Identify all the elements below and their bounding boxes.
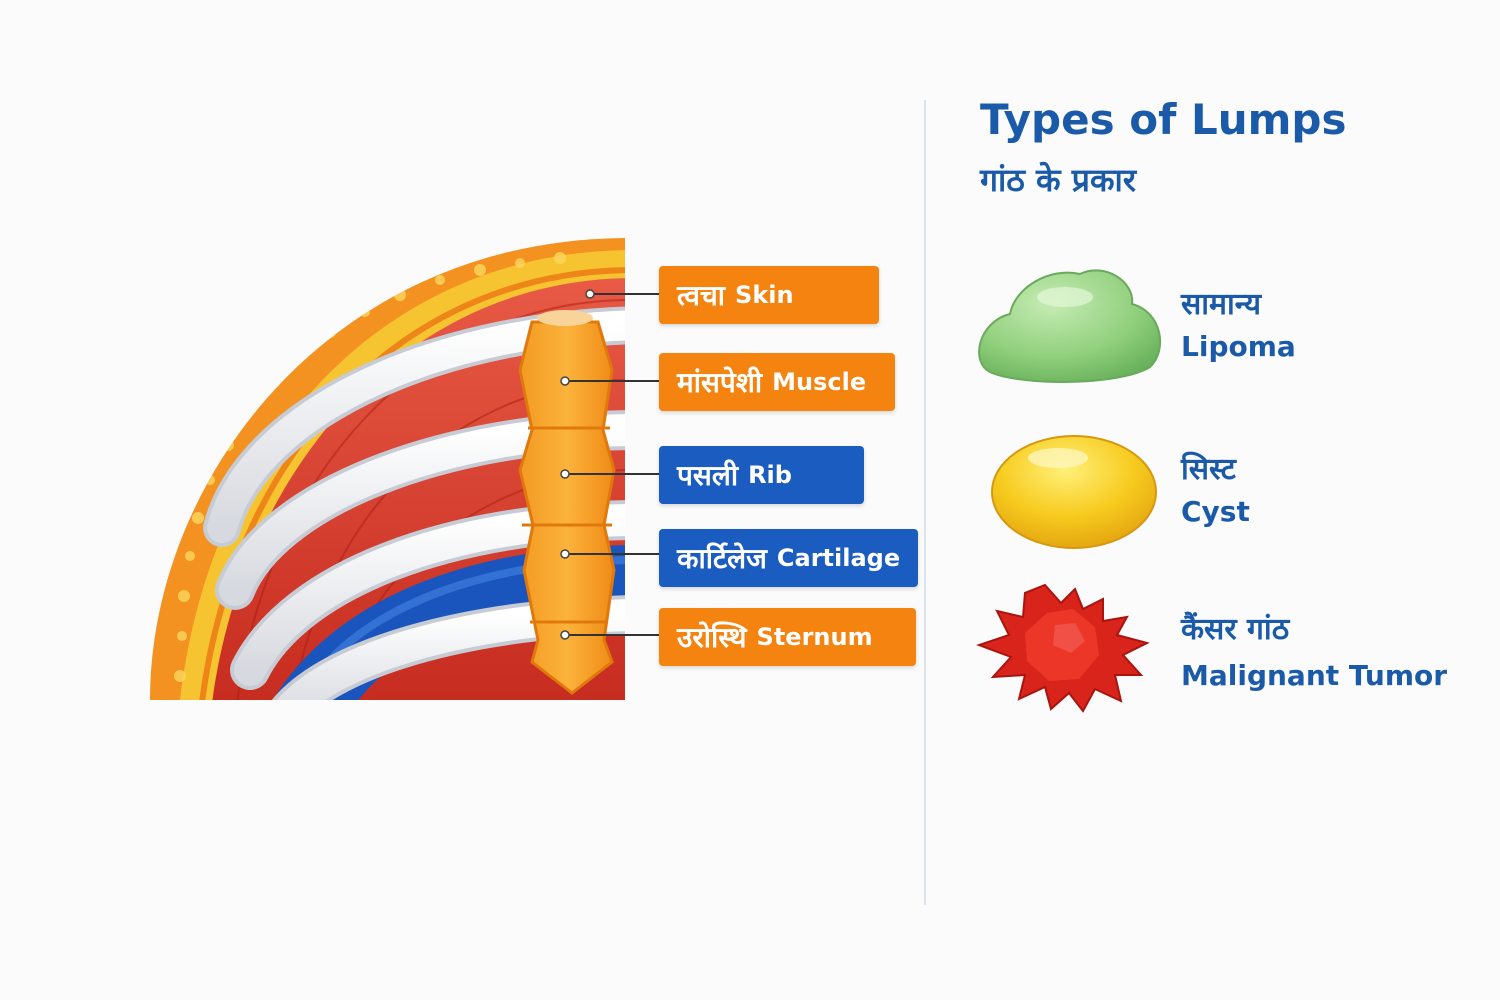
lump-lipoma-hi: सामान्य [1181, 287, 1262, 322]
cyst-dome-icon [991, 435, 1157, 549]
chest-wall-illustration [150, 238, 660, 700]
label-muscle: मांसपेशी Muscle [659, 353, 895, 411]
lump-cyst-en: Cyst [1181, 495, 1250, 528]
panel-divider [924, 100, 926, 905]
tumor-spiky-icon [976, 583, 1150, 713]
lump-tumor-label: कैंसर गांठ Malignant Tumor [1181, 609, 1447, 697]
sternum [518, 310, 616, 695]
label-cartilage: कार्टिलेज Cartilage [659, 529, 918, 587]
label-rib-hi: पसली [677, 459, 739, 492]
label-muscle-en: Muscle [772, 368, 867, 396]
label-cartilage-en: Cartilage [776, 544, 901, 572]
label-sternum-en: Sternum [756, 623, 873, 651]
lump-lipoma-en: Lipoma [1181, 330, 1296, 363]
lump-cyst-label: सिस्ट Cyst [1181, 449, 1250, 533]
label-rib: पसली Rib [659, 446, 864, 504]
lump-lipoma-label: सामान्य Lipoma [1181, 284, 1296, 368]
lump-tumor-en: Malignant Tumor [1181, 659, 1448, 692]
label-muscle-hi: मांसपेशी [677, 366, 763, 399]
label-skin: त्वचा Skin [659, 266, 879, 324]
label-sternum-hi: उरोस्थि [677, 621, 747, 654]
panel-title: Types of Lumps [980, 95, 1347, 144]
label-skin-hi: त्वचा [677, 279, 726, 312]
panel-subtitle: गांठ के प्रकार [980, 161, 1136, 199]
lump-tumor-hi: कैंसर गांठ [1181, 612, 1290, 647]
lump-cyst-hi: सिस्ट [1181, 452, 1236, 487]
label-skin-en: Skin [735, 281, 794, 309]
label-cartilage-hi: कार्टिलेज [677, 542, 767, 575]
label-sternum: उरोस्थि Sternum [659, 608, 916, 666]
label-rib-en: Rib [748, 461, 792, 489]
lipoma-blob-icon [978, 269, 1162, 383]
